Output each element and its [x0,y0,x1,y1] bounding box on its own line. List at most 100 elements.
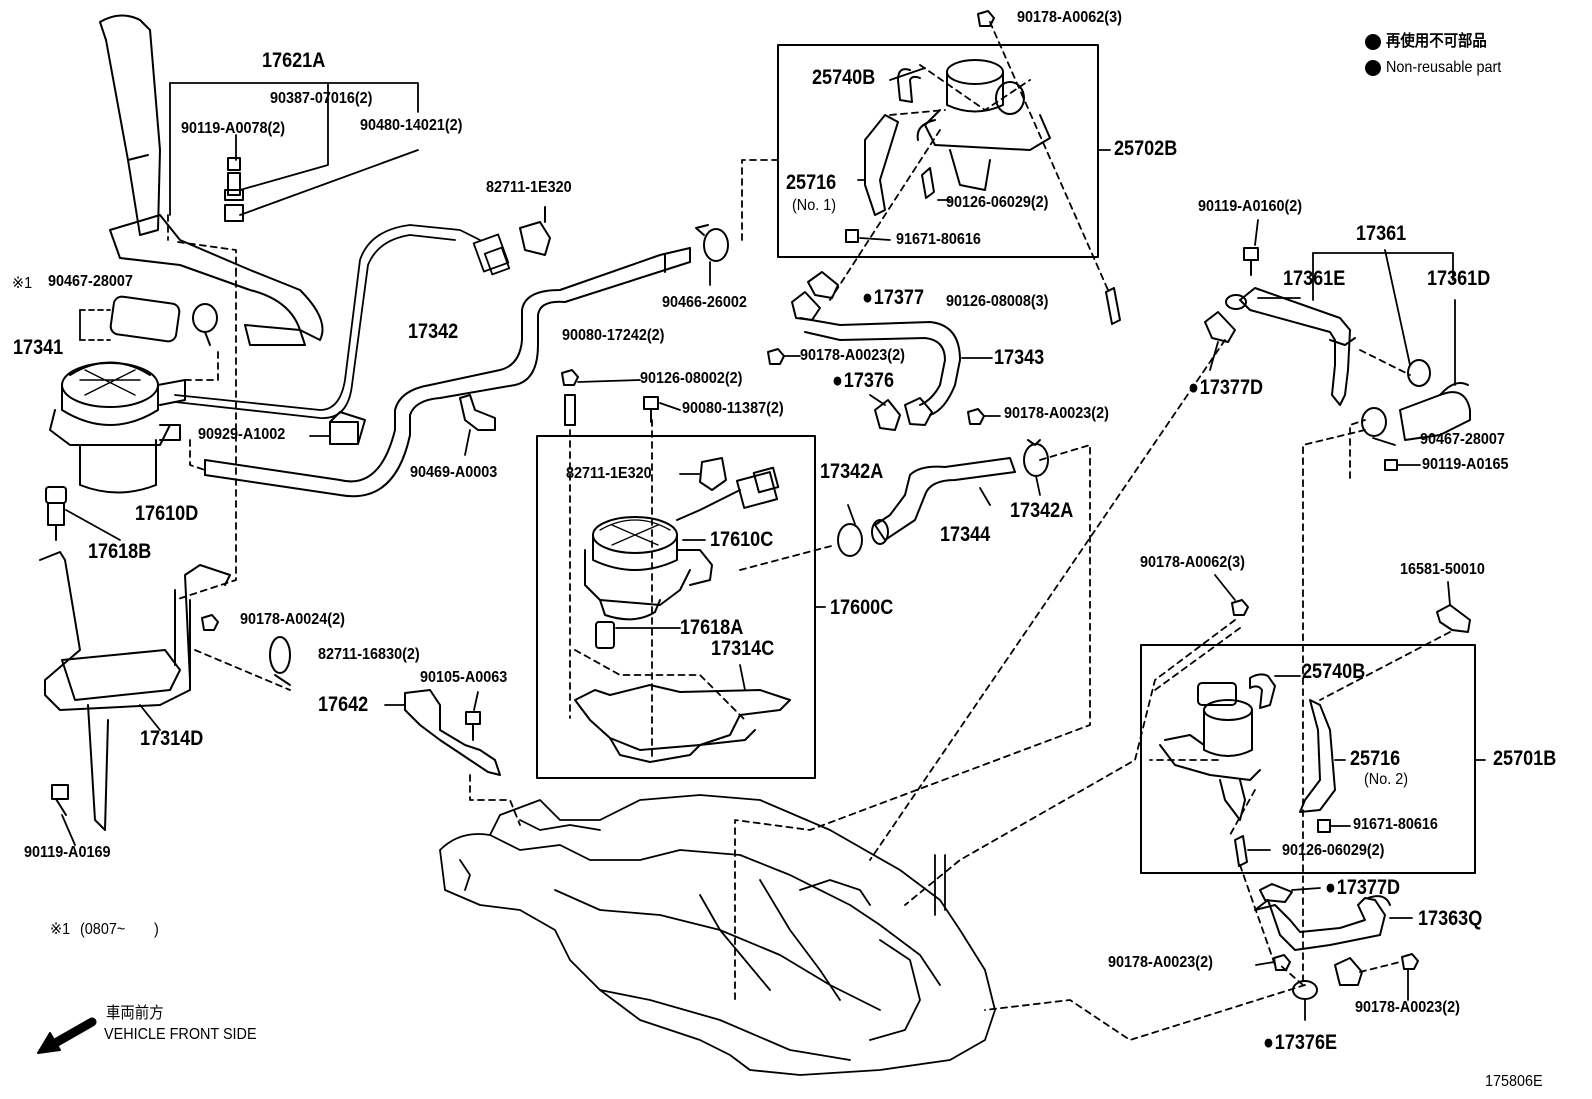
callout-lines-left [167,82,419,241]
gasket-17377-icon [791,271,839,321]
part-label: 17361 [1356,222,1407,245]
clamp-90466-icon [695,224,729,262]
part-label: 90080-17242(2) [562,327,665,344]
gasket-17376e-icon [1292,980,1318,1000]
connector-82711-top-icon [519,206,551,256]
hose-17341-drawing [109,295,218,346]
bracket-17642-drawing [404,689,501,776]
hose-25740b-top-icon [897,68,921,103]
air-valve-25701b-drawing [1159,682,1261,821]
route-lines-right-bot [1149,627,1276,966]
nut-90178-a0023-c-icon [1273,954,1291,971]
stud-90126-06029-top-icon [921,167,935,199]
part-label: 90119-A0169 [24,844,111,861]
part-label: 25716 [786,171,837,194]
part-label: 90126-08002(2) [640,370,743,387]
part-label-non-reusable: 17376E [1263,1032,1337,1053]
part-label: 82711-16830(2) [318,646,420,663]
nut-90080-17242-icon [561,369,579,386]
part-label: 17343 [994,346,1045,369]
nut-90178-a0062-top-icon [977,10,995,27]
legend-en-label: Non-reusable part [1386,59,1502,76]
part-label: 90469-A0003 [410,464,498,481]
part-label: 90178-A0023(2) [800,347,905,364]
part-label: 90466-26002 [662,294,747,311]
part-label: 90929-A1002 [198,426,286,443]
part-label: 17618A [680,616,744,639]
callout-lines-right-bottom [1255,961,1409,1021]
legend-jp-label: 再使用不可部品 [1386,33,1487,50]
bolt-stack-icon [224,157,244,222]
part-sublabel: (No. 1) [792,197,837,214]
hose-25740b-bot-icon [1249,673,1276,709]
part-label: 17621A [262,49,326,72]
hose-17344-drawing [871,457,1016,545]
air-pump-17610c-drawing [584,489,741,621]
note-marker-1: ※1 [12,275,33,292]
clamp-17342a-left-icon [837,523,863,557]
part-label: 90178-A0023(2) [1004,405,1109,422]
part-label: 17600C [830,596,894,619]
callout-lines-right-bot [1247,675,1351,851]
check-valve-17618a-icon [595,621,615,649]
box-25701b [1140,644,1476,874]
bolt-91671-top-icon [845,229,859,243]
route-lines-engine [734,339,1306,1041]
note-marker: ※1 [50,921,71,938]
part-label: 17344 [940,523,991,546]
box-25702b [777,44,1099,258]
nut-90178-a0062-bot-icon [1231,599,1249,616]
nut-90178-a0023-a-icon [767,348,785,365]
part-label: 82711-1E320 [566,465,652,482]
pipe-17361e-drawing [1225,287,1356,406]
pipe-17343-drawing [799,317,961,416]
gasket-17377d-bot-icon [1259,883,1293,903]
part-label: 25702B [1114,137,1178,160]
route-lines-left [174,241,291,691]
part-label: 17618B [88,540,152,563]
connector-82711-mid-icon [699,457,727,491]
bracket-17314d-drawing [39,551,231,831]
part-label: 90178-A0023(2) [1108,954,1213,971]
part-label: 90126-08008(3) [946,293,1049,310]
part-label: 90119-A0160(2) [1198,198,1303,215]
part-label: 17342A [820,460,884,483]
part-label: 90178-A0062(3) [1017,9,1122,26]
note-range: (0807~ ) [80,921,159,938]
figure-number: 175806E [1485,1073,1543,1090]
gasket-17376e-right-icon [1334,957,1363,986]
clamp-82711-16830-icon [269,636,291,686]
part-label: 16581-50010 [1400,561,1485,578]
nut-90178-a0023-d-icon [1401,953,1419,970]
part-sublabel: (No. 2) [1364,771,1409,788]
part-label: 17341 [13,336,64,359]
part-label: 25701B [1493,747,1557,770]
part-label: 90467-28007 [48,273,133,290]
part-label: 17610C [710,528,774,551]
wire-harness-drawing [174,224,511,419]
part-label-non-reusable: 17377 [862,287,924,308]
gasket-17377d-top-icon [1204,311,1236,343]
bracket-25716-bot-icon [1299,699,1336,813]
callout-lines-right-top [1209,249,1456,466]
part-label: 17342A [1010,499,1074,522]
bracket-25716-top-icon [864,114,899,216]
hose-17342-drawing [204,247,691,498]
part-label: 17314D [140,727,204,750]
part-label: 90080-11387(2) [682,400,784,417]
part-label-non-reusable: 17377D [1188,377,1263,398]
stud-90126-06029-bot-icon [1234,835,1248,867]
air-pipe-17621a-drawing [99,14,324,346]
air-pump-17610d-drawing [49,361,186,494]
pipe-17363q-drawing [1254,895,1391,951]
bracket-17314c-drawing [574,684,791,763]
part-label: 17314C [711,637,775,660]
part-label: 17361E [1283,267,1346,290]
gasket-17376-icon [874,397,933,431]
check-valve-17618b-drawing [45,486,67,541]
bolt-90119-a0165-icon [1384,459,1398,471]
part-label: 90126-06029(2) [946,194,1049,211]
route-lines-right-bottom-2 [1279,961,1401,986]
part-label: 90119-A0078(2) [181,120,286,137]
